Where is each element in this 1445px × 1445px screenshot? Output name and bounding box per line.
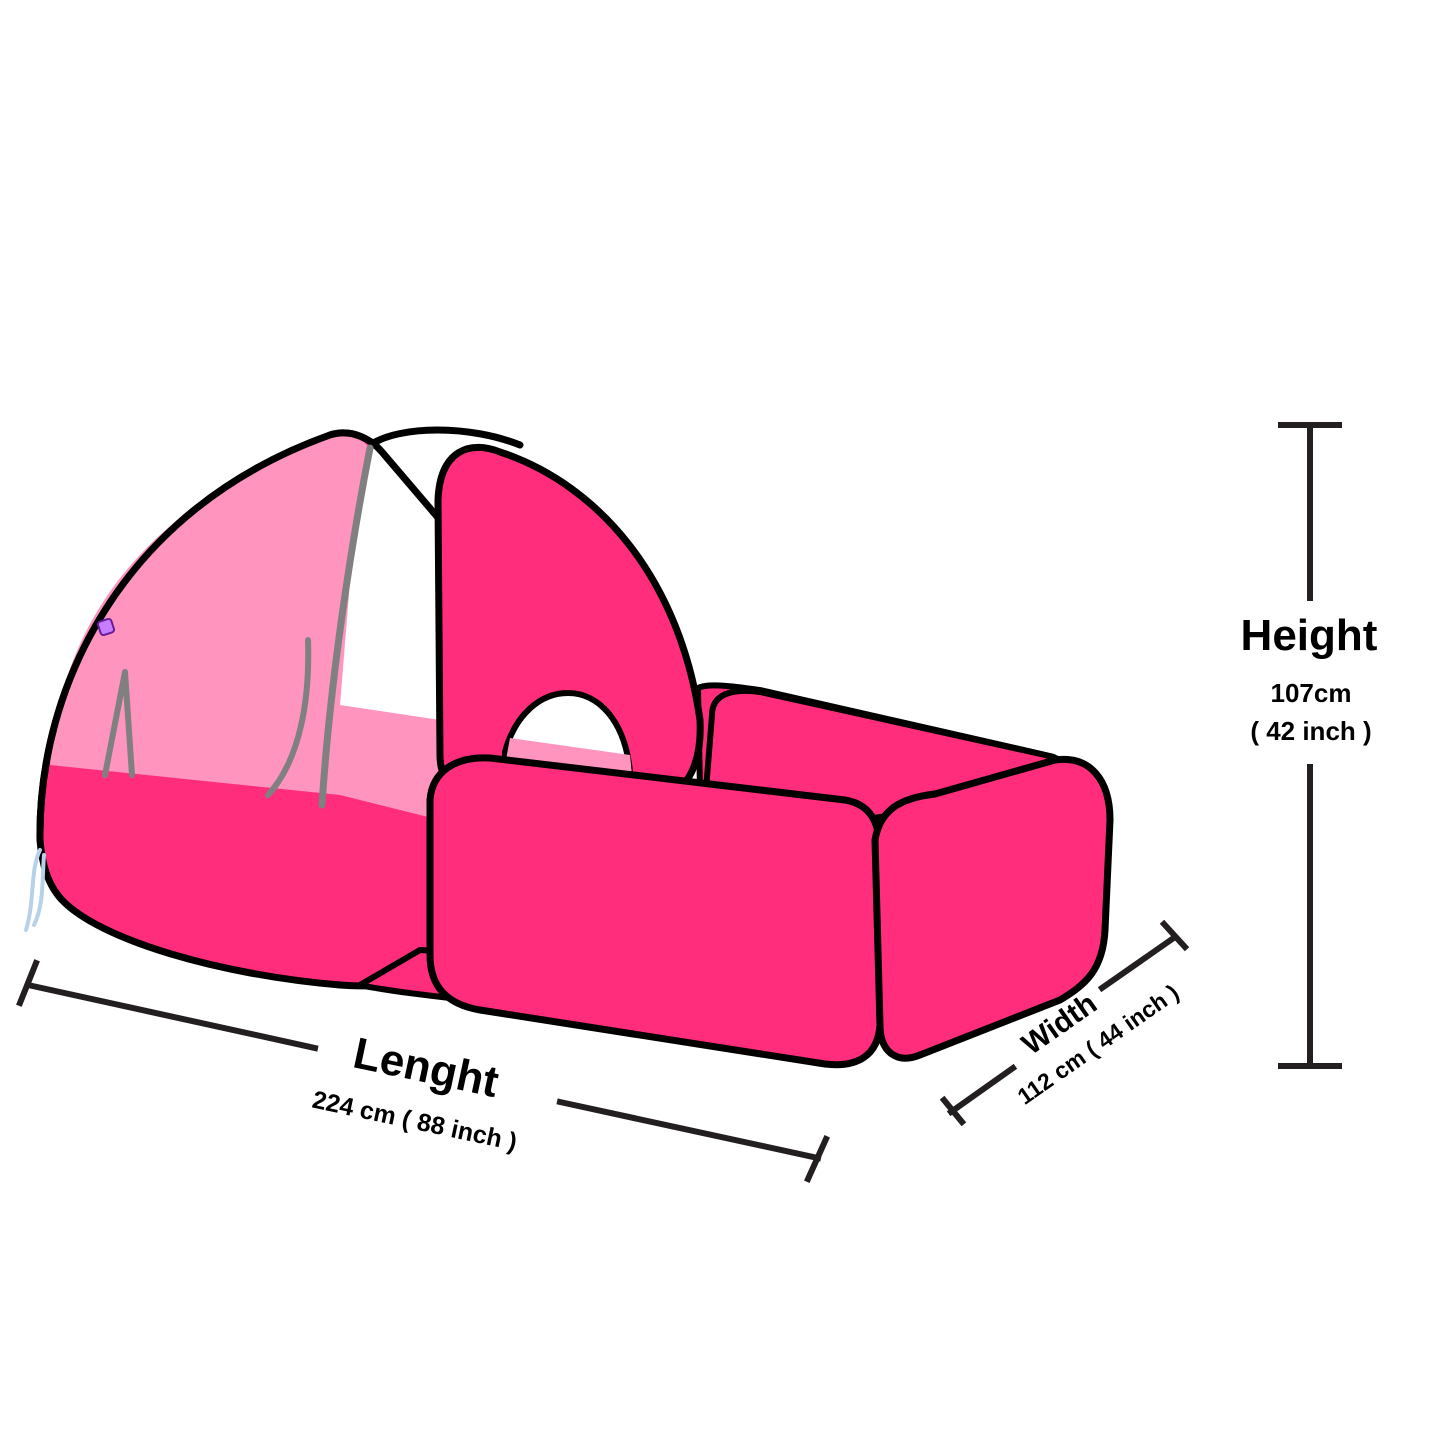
dome-pole-middle [265,637,312,798]
width-end-right [1159,919,1190,952]
length-end-right [804,1135,830,1183]
width-line-right [1097,932,1180,993]
dome-mesh-opening [340,445,440,720]
height-label: Height [1241,611,1378,660]
dome-mesh-window [50,435,440,820]
tent-back-frame-pole [366,426,524,449]
tent-illustration [24,426,1114,1069]
height-value-cm: 107cm [1271,678,1352,708]
length-line-left [24,981,319,1052]
brand-tag-icon [96,617,116,637]
dimension-lines [16,422,1342,1183]
height-dimension: Height 107cm ( 42 inch ) [1241,611,1378,746]
width-line-left [946,1063,1018,1117]
front-long-cushion [426,754,884,1069]
length-line-right [556,1098,822,1162]
length-label: Lenght [349,1029,503,1107]
dome-outline [36,429,444,844]
height-value-inch: ( 42 inch ) [1250,716,1371,746]
length-dimension: Lenght 224 cm ( 88 inch ) [310,1029,520,1157]
dome-pole-left [102,669,135,778]
dome-pole-front [318,444,374,809]
right-end-cushion [871,755,1114,1062]
door-strap [24,848,46,932]
